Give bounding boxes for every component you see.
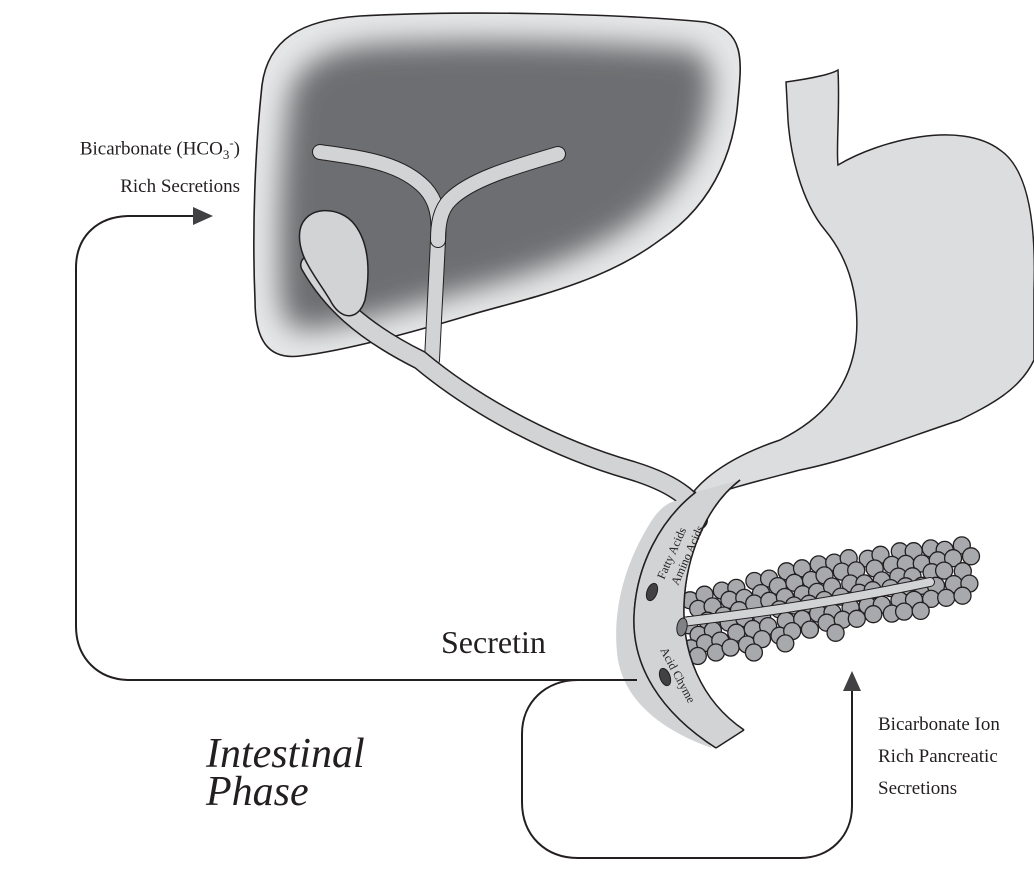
pancreas-lobule — [954, 587, 971, 604]
pancreas-lobule — [722, 639, 739, 656]
pancreatic-line3: Secretions — [878, 778, 1000, 800]
pancreas-lobule — [745, 644, 762, 661]
pancreas-lobule — [963, 548, 980, 565]
pancreatic-line1: Bicarbonate Ion — [878, 714, 1000, 736]
pancreas-lobule — [865, 606, 882, 623]
pancreas-lobule — [801, 621, 818, 638]
arrowhead-to-liver — [193, 207, 213, 225]
stomach — [682, 70, 1034, 512]
liver-secretion-line2: Rich Secretions — [10, 176, 240, 198]
liver-secretion-label: Bicarbonate (HCO3-) Rich Secretions — [10, 132, 240, 198]
phase-title-line2: Phase — [206, 773, 365, 811]
pancreatic-line2: Rich Pancreatic — [878, 746, 1000, 768]
arrowhead-to-pancreas — [843, 671, 861, 691]
pancreatic-secretion-label: Bicarbonate Ion Rich Pancreatic Secretio… — [878, 714, 1000, 800]
pancreas-lobule — [938, 589, 955, 606]
liver-secretion-line1: Bicarbonate (HCO3-) — [10, 132, 240, 166]
pancreas-lobule — [896, 603, 913, 620]
pancreas-lobule — [777, 635, 794, 652]
phase-title: Intestinal Phase — [206, 735, 365, 811]
pancreas-lobule — [827, 624, 844, 641]
pancreas-lobule — [848, 610, 865, 627]
phase-title-line1: Intestinal — [206, 735, 365, 773]
pancreas-lobule — [912, 602, 929, 619]
secretin-label: Secretin — [441, 624, 546, 660]
